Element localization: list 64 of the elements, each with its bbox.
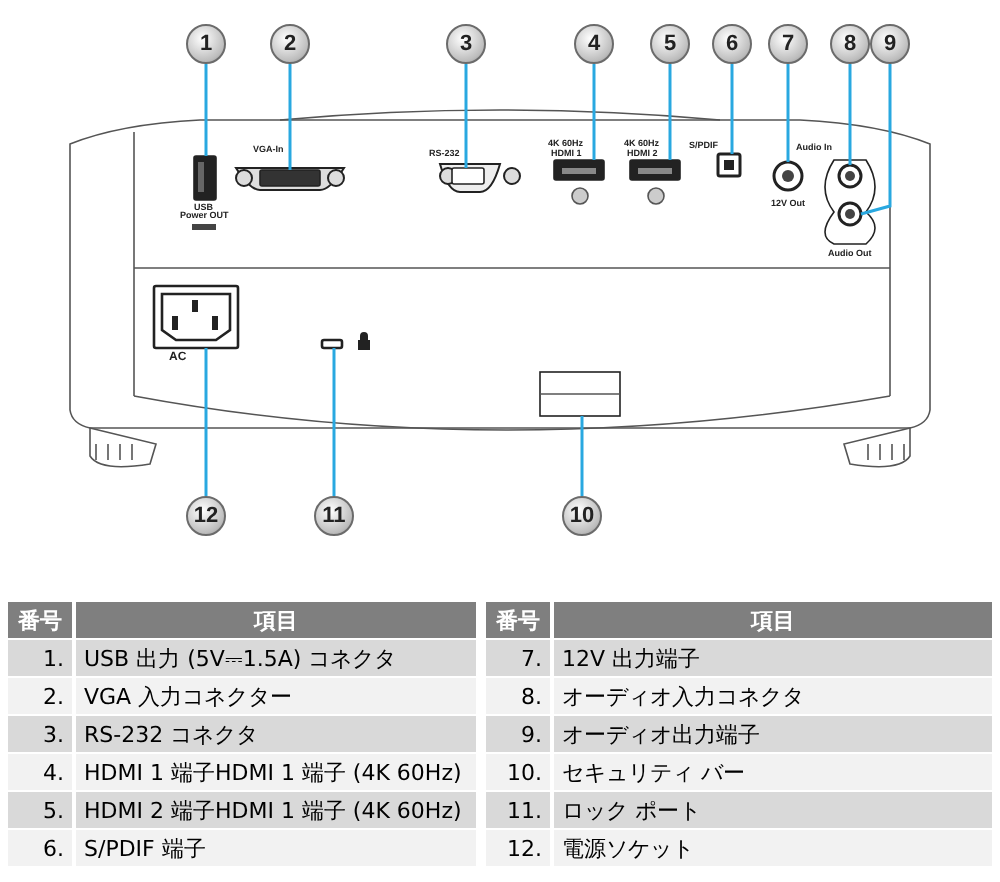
item-cell: HDMI 2 端子HDMI 1 端子 (4K 60Hz) [72,792,476,828]
header-cell: 番号 [486,602,550,638]
callout-number: 2 [270,24,310,64]
callout-number: 5 [650,24,690,64]
callout-number: 4 [574,24,614,64]
hdmi-port [553,159,605,181]
security-bar [539,371,621,417]
leader-line [580,416,584,496]
item-cell: USB 出力 (5V⎓1.5A) コネクタ [72,640,476,676]
number-cell: 2. [8,678,72,714]
number-cell: 6. [8,830,72,866]
item-cell: セキュリティ バー [550,754,992,790]
number-cell: 3. [8,716,72,752]
leader-line [204,348,208,496]
optical-port [716,152,742,178]
item-cell: 電源ソケット [550,830,992,866]
leader-line [668,64,672,160]
callout-number: 6 [712,24,752,64]
leader-line [786,64,790,162]
number-cell: 9. [486,716,550,752]
vga-port [235,167,345,191]
leader-line [332,348,336,496]
item-cell: RS-232 コネクタ [72,716,476,752]
number-cell: 12. [486,830,550,866]
number-cell: 5. [8,792,72,828]
callout-number: 8 [830,24,870,64]
callout-number: 12 [186,496,226,536]
item-cell: オーディオ入力コネクタ [550,678,992,714]
item-cell: S/PDIF 端子 [72,830,476,866]
item-cell: ロック ポート [550,792,992,828]
number-cell: 7. [486,640,550,676]
jack-socket [837,201,863,227]
leader-line [204,64,208,156]
leader-line [288,64,292,170]
leader-line [848,64,852,165]
callout-number: 10 [562,496,602,536]
item-cell: VGA 入力コネクター [72,678,476,714]
jack-socket [837,163,863,189]
number-cell: 1. [8,640,72,676]
serial-port [439,163,521,193]
callout-number: 7 [768,24,808,64]
header-cell: 項目 [72,602,476,638]
number-cell: 8. [486,678,550,714]
lock-slot [320,338,344,350]
jack-socket [772,160,804,192]
callout-number: 11 [314,496,354,536]
power-socket [152,284,240,350]
item-cell: HDMI 1 端子HDMI 1 端子 (4K 60Hz) [72,754,476,790]
leader-line [730,64,734,154]
item-cell: オーディオ出力端子 [550,716,992,752]
callout-number: 9 [870,24,910,64]
header-cell: 番号 [8,602,72,638]
leader-line [464,64,468,168]
number-cell: 11. [486,792,550,828]
callout-number: 3 [446,24,486,64]
leader-line [860,64,892,216]
usb-port [193,155,217,201]
number-cell: 10. [486,754,550,790]
leader-line [592,64,596,160]
hdmi-port [629,159,681,181]
callout-number: 1 [186,24,226,64]
item-cell: 12V 出力端子 [550,640,992,676]
header-cell: 項目 [550,602,992,638]
number-cell: 4. [8,754,72,790]
